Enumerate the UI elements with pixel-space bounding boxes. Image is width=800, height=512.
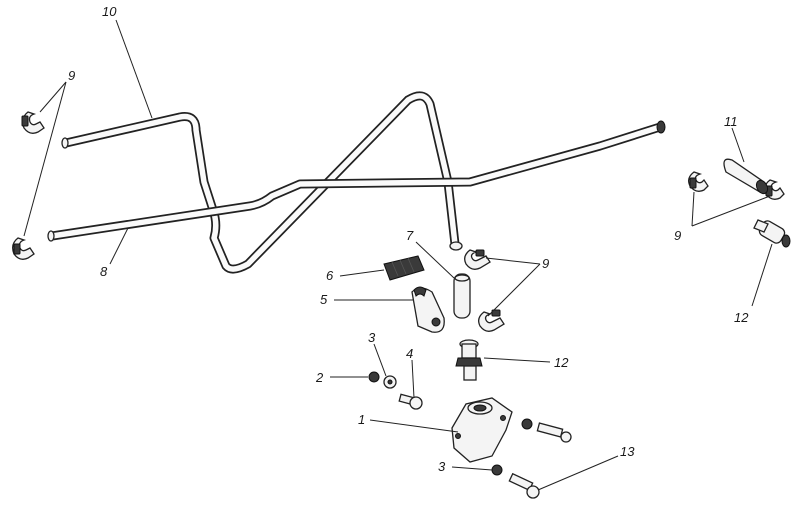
callout-12-center: 12 [554, 355, 569, 370]
clamp-9-middle-lower [478, 309, 505, 332]
nut-2 [368, 371, 380, 383]
callout-4: 4 [406, 346, 413, 361]
clamp-9-right-upper [688, 171, 709, 192]
fitting-12-right [753, 219, 791, 248]
callout-1: 1 [358, 412, 365, 427]
bolt-13 [508, 472, 540, 499]
clamp-9-bottom-left [12, 237, 35, 260]
pad-6 [383, 255, 425, 281]
hose-11 [723, 158, 769, 195]
callout-2: 2 [315, 370, 324, 385]
clamp-9-middle-upper [464, 249, 491, 270]
pipe-10 [61, 91, 463, 274]
bolt-right-small [521, 418, 572, 443]
callout-10: 10 [102, 4, 117, 19]
bracket-5 [411, 286, 445, 333]
callout-11: 11 [724, 114, 738, 129]
washer-3-upper [383, 375, 397, 389]
fitting-12-center [455, 339, 483, 381]
callout-9-middle: 9 [542, 256, 549, 271]
callout-8: 8 [100, 264, 108, 279]
callout-7: 7 [406, 228, 414, 243]
bracket-1 [451, 397, 513, 463]
callout-9-right: 9 [674, 228, 681, 243]
pipe-8 [47, 120, 666, 242]
leader-lines [23, 19, 773, 491]
washer-3-lower [491, 464, 503, 476]
callout-3-upper: 3 [368, 330, 376, 345]
callout-9-left: 9 [68, 68, 75, 83]
sleeve-7 [453, 273, 471, 319]
callout-13: 13 [620, 444, 635, 459]
bolt-4 [398, 393, 423, 410]
clamp-9-top-left [21, 111, 45, 134]
callout-6: 6 [326, 268, 334, 283]
callout-3-lower: 3 [438, 459, 446, 474]
callout-12-right: 12 [734, 310, 749, 325]
callout-5: 5 [320, 292, 328, 307]
